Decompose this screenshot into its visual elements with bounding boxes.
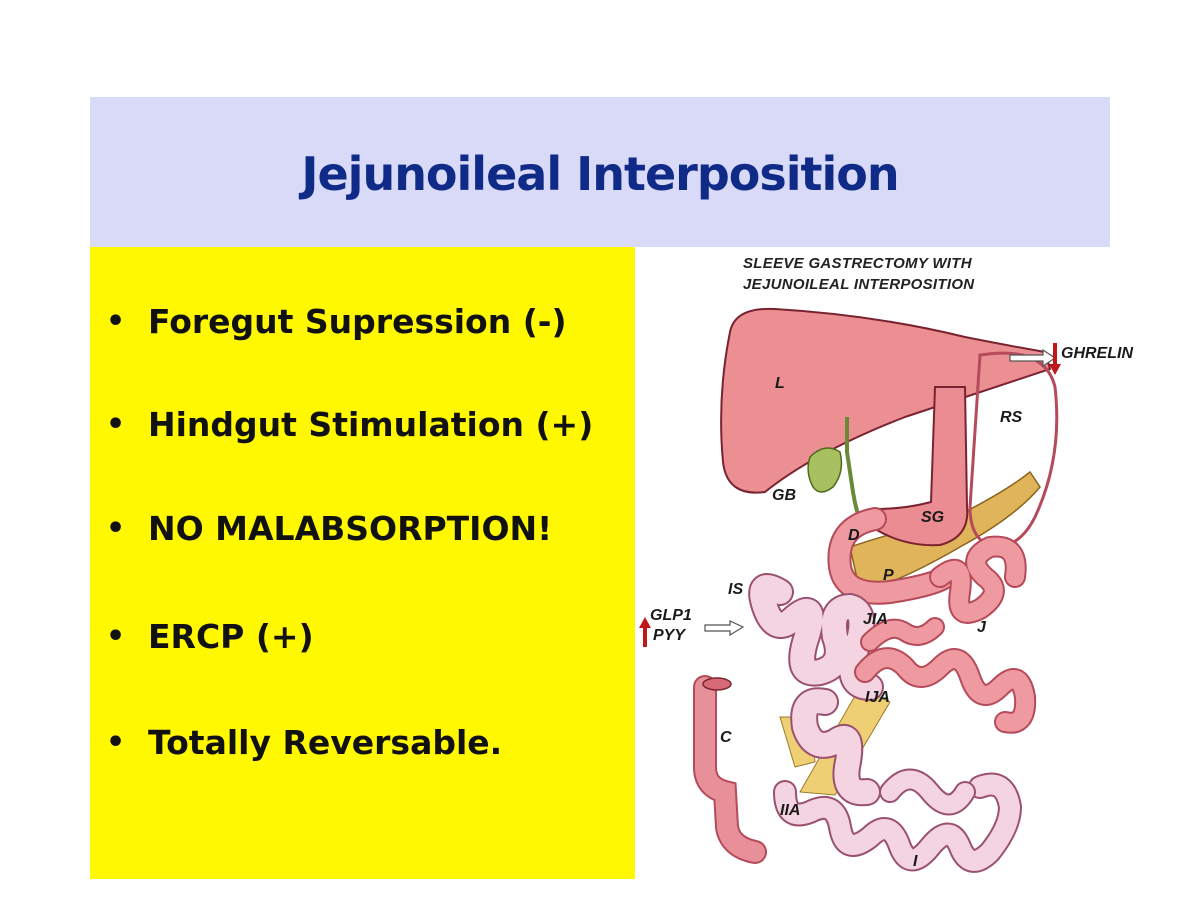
bullet-item: • Foregut Supression (-): [106, 302, 567, 341]
title-band: Jejunoileal Interposition: [90, 97, 1110, 247]
bullet-dot-icon: •: [106, 619, 126, 654]
ileum-coils: [773, 768, 1023, 873]
label-liver: L: [775, 375, 785, 392]
colon-shape: [693, 675, 767, 864]
bullet-item: • Totally Reversable.: [106, 723, 502, 762]
bullet-dot-icon: •: [106, 725, 126, 760]
bullet-dot-icon: •: [106, 407, 126, 442]
duodenum-inner: [829, 509, 955, 603]
label-sleeve-gastrectomy: SG: [921, 509, 945, 526]
label-duodenum: D: [848, 527, 860, 544]
surgery-illustration: SLEEVE GASTRECTOMY WITH JEJUNOILEAL INTE…: [635, 247, 1175, 879]
label-ileum: I: [913, 853, 918, 870]
anatomy-drawing: [639, 307, 1061, 873]
gallbladder-shape: [807, 447, 843, 493]
bullet-text: Totally Reversable.: [148, 723, 503, 762]
label-ileal-segment: IS: [728, 581, 744, 598]
label-iia: IIA: [780, 802, 801, 819]
bullet-panel: • Foregut Supression (-) • Hindgut Stimu…: [90, 247, 635, 879]
label-gallbladder: GB: [772, 487, 796, 504]
glp1-outflow-arrow: [704, 620, 745, 637]
bullet-dot-icon: •: [106, 304, 126, 339]
figure-caption-line1: SLEEVE GASTRECTOMY WITH: [743, 255, 972, 272]
ghrelin-outflow-arrow: [1009, 348, 1057, 368]
jejunum-coils: [854, 617, 1037, 734]
bullet-item: • ERCP (+): [106, 617, 314, 656]
label-pyy: PYY: [653, 627, 686, 644]
label-jia: JIA: [863, 611, 888, 628]
bullet-item: • Hindgut Stimulation (+): [106, 405, 593, 444]
liver-shape: [720, 307, 1052, 494]
bullet-text: NO MALABSORPTION!: [148, 509, 553, 548]
bullet-text: ERCP (+): [148, 617, 314, 656]
label-jejunum: J: [977, 619, 986, 636]
bullet-item: • NO MALABSORPTION!: [106, 509, 552, 548]
figure-caption-line2: JEJUNOILEAL INTERPOSITION: [743, 276, 975, 293]
bullet-dot-icon: •: [106, 511, 126, 546]
bullet-text: Hindgut Stimulation (+): [148, 405, 594, 444]
label-pancreas: P: [883, 567, 894, 584]
label-glp1: GLP1: [650, 607, 692, 624]
label-ghrelin: GHRELIN: [1061, 345, 1133, 362]
label-remnant-stomach: RS: [1000, 409, 1023, 426]
figure-caption: SLEEVE GASTRECTOMY WITH JEJUNOILEAL INTE…: [743, 253, 1043, 295]
sleeve-stomach-shape: [874, 386, 969, 547]
label-ija: IJA: [865, 689, 890, 706]
remnant-stomach-loop: [968, 351, 1059, 549]
interposed-ileal-segment: [748, 573, 884, 807]
label-colon: C: [720, 729, 732, 746]
bullet-text: Foregut Supression (-): [148, 302, 567, 341]
slide-title: Jejunoileal Interposition: [301, 147, 899, 201]
